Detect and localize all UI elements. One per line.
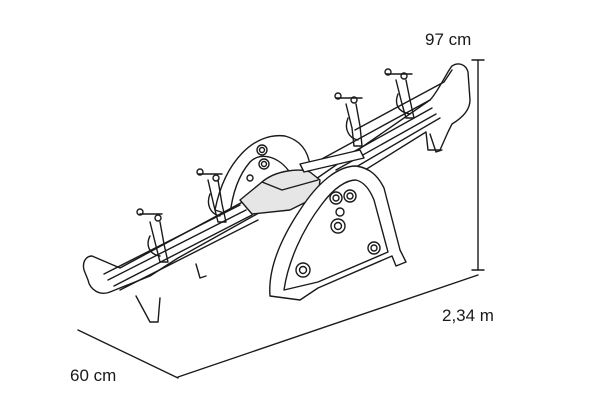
bolt-icon bbox=[329, 191, 343, 205]
handle-right-outer bbox=[384, 68, 415, 119]
length-label: 2,34 m bbox=[442, 306, 494, 325]
bolt-icon bbox=[295, 262, 311, 278]
handle-left-outer bbox=[136, 208, 169, 263]
length-dimension-line bbox=[177, 274, 479, 378]
front-support-arch bbox=[269, 165, 407, 301]
bolt-icon bbox=[330, 218, 346, 234]
handle-left-inner bbox=[196, 168, 227, 223]
axle bbox=[299, 149, 365, 173]
right-beam bbox=[299, 63, 471, 199]
handle-right-inner bbox=[334, 92, 363, 147]
height-dimension-line bbox=[471, 59, 485, 271]
height-label: 97 cm bbox=[425, 30, 472, 49]
width-label: 60 cm bbox=[70, 366, 117, 385]
bolt-icon bbox=[343, 189, 357, 203]
width-dimension-line bbox=[77, 329, 179, 379]
bolt-icon bbox=[367, 241, 381, 255]
